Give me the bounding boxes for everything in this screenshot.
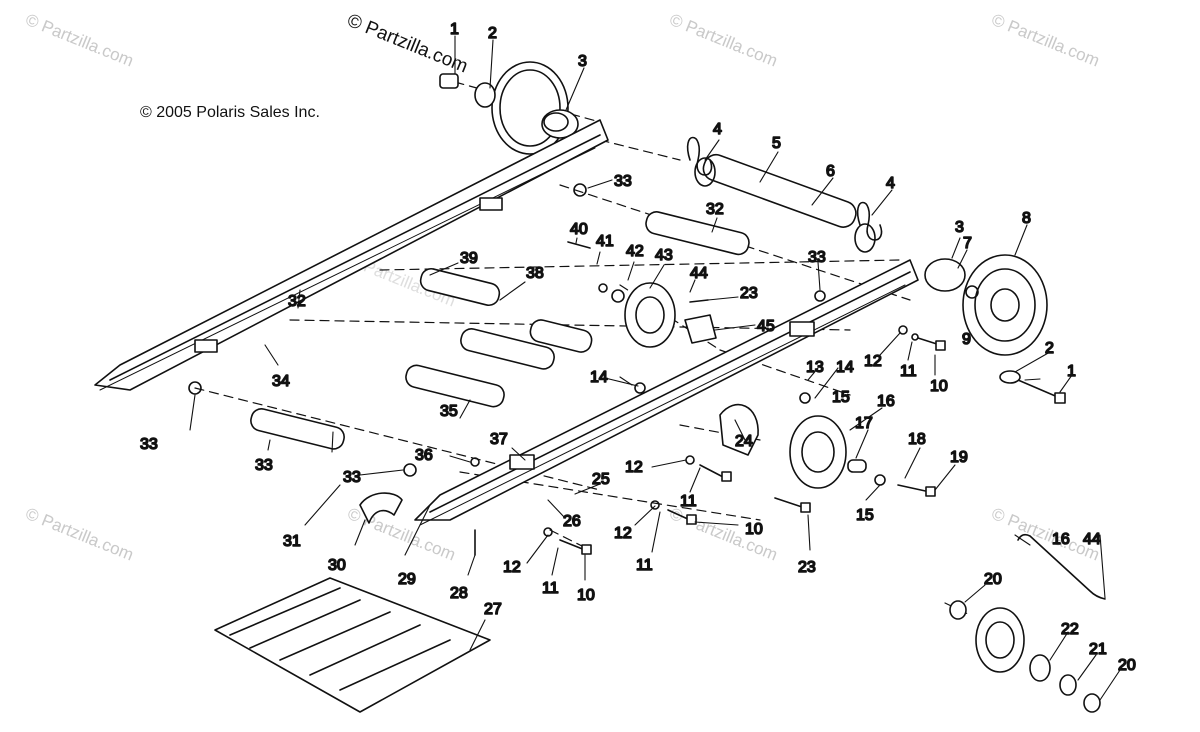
mid-idler-wheel — [598, 282, 717, 348]
upper-cross-shaft — [686, 136, 883, 253]
callout: 28 — [450, 585, 468, 602]
callout: 14 — [836, 359, 854, 376]
front-lower-wheel — [719, 403, 867, 489]
callout-numbers: 1 2 3 4 5 6 4 33 32 3 8 7 40 41 42 43 44… — [139, 20, 1136, 675]
callout: 10 — [745, 521, 763, 538]
callout: 44 — [1083, 531, 1101, 548]
callout: 10 — [930, 378, 948, 395]
callout: 20 — [984, 571, 1002, 588]
callout: 11 — [636, 557, 653, 574]
callout: 2 — [488, 25, 497, 42]
rear-idler-wheel — [439, 61, 579, 155]
callout: 43 — [655, 247, 673, 264]
callout: 33 — [140, 436, 158, 453]
washers — [188, 183, 1021, 537]
callout: 22 — [1061, 621, 1079, 638]
callout: 3 — [578, 53, 587, 70]
callout: 4 — [886, 175, 895, 192]
callout: 44 — [690, 265, 708, 282]
callout: 33 — [343, 469, 361, 486]
callout: 37 — [490, 431, 508, 448]
callout: 4 — [713, 121, 722, 138]
callout: 10 — [577, 587, 595, 604]
callout: 3 — [955, 219, 964, 236]
callout: 33 — [808, 249, 826, 266]
callout: 12 — [503, 559, 521, 576]
callout: 14 — [590, 369, 608, 386]
callout: 38 — [526, 265, 544, 282]
callout: 30 — [328, 557, 346, 574]
lower-shafts — [250, 211, 750, 450]
callout: 32 — [706, 201, 724, 218]
bolts — [474, 241, 1066, 556]
callout: 20 — [1118, 657, 1136, 674]
callout: 40 — [570, 221, 588, 238]
callout: 15 — [856, 507, 874, 524]
callout: 45 — [757, 318, 775, 335]
right-idler-wheel — [924, 254, 1048, 356]
callout: 16 — [877, 393, 895, 410]
leader-lines — [189, 35, 1121, 701]
callout: 13 — [806, 359, 824, 376]
callout: 21 — [1089, 641, 1107, 658]
callout: 7 — [963, 235, 972, 252]
callout: 26 — [563, 513, 581, 530]
callout: 11 — [900, 363, 917, 380]
callout: 9 — [962, 331, 971, 348]
callout: 39 — [460, 250, 478, 267]
callout: 36 — [415, 447, 433, 464]
callout: 16 — [1052, 531, 1070, 548]
callout: 1 — [450, 21, 459, 38]
callout: 15 — [832, 389, 850, 406]
callout: 1 — [1067, 363, 1076, 380]
callout: 29 — [398, 571, 416, 588]
callout: 12 — [864, 353, 882, 370]
callout: 17 — [855, 415, 873, 432]
rail-bumper — [359, 492, 403, 524]
callout: 31 — [283, 533, 301, 550]
callout: 23 — [740, 285, 758, 302]
wear-strip — [214, 577, 491, 713]
callout: 33 — [614, 173, 632, 190]
callout: 11 — [542, 580, 559, 597]
right-rail — [414, 259, 919, 526]
callout: 32 — [288, 293, 306, 310]
callout: 41 — [596, 233, 614, 250]
callout: 18 — [908, 431, 926, 448]
callout: 19 — [950, 449, 968, 466]
copyright-text: © 2005 Polaris Sales Inc. — [140, 104, 320, 121]
callout: 25 — [592, 471, 610, 488]
callout: 12 — [614, 525, 632, 542]
callout: 2 — [1045, 340, 1054, 357]
left-rail — [94, 119, 609, 391]
callout: 5 — [772, 135, 781, 152]
callout: 27 — [484, 601, 502, 618]
callout: 33 — [255, 457, 273, 474]
callout: 42 — [626, 243, 644, 260]
wheel-assembly-detail — [949, 533, 1106, 713]
callout: 12 — [625, 459, 643, 476]
callout: 35 — [440, 403, 458, 420]
callout: 23 — [798, 559, 816, 576]
callout: 24 — [735, 433, 753, 450]
callout: 6 — [826, 163, 835, 180]
callout: 34 — [272, 373, 290, 390]
callout: 11 — [680, 493, 697, 510]
callout: 8 — [1022, 210, 1031, 227]
